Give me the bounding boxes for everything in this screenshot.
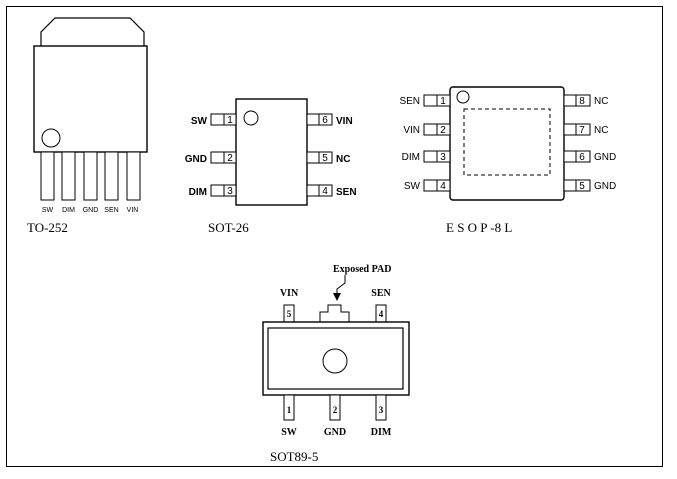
sot89-caption: SOT89-5: [270, 449, 318, 464]
to252-pin-5: [126, 151, 141, 201]
to252-tab: [40, 17, 145, 46]
outer-frame: [6, 6, 663, 467]
sot26-pin-label: DIM: [189, 187, 207, 198]
sot89-pin-3: [375, 394, 387, 421]
sot89-center-marker: [322, 348, 348, 374]
esop8-body: [449, 86, 565, 201]
esop8-pin-number: 8: [579, 96, 585, 107]
sot26-package: 1 2 3 6 5 4 SW GND DIM VIN NC SEN SOT-26: [185, 98, 357, 235]
esop8-caption: E S O P -8 L: [446, 220, 512, 235]
sot89-pin-number: 2: [333, 405, 338, 415]
sot26-pin-number: 5: [322, 153, 328, 164]
esop8-pin-label: GND: [594, 152, 616, 163]
esop8-pin-number: 5: [579, 181, 585, 192]
sot26-pin-number: 6: [322, 115, 328, 126]
esop8-package: 1 2 3 4 8 7 6 5 SEN VIN DIM SW NC NC GND…: [399, 86, 616, 235]
sot89-pin-1: [283, 394, 295, 421]
sot89-package: Exposed PAD 5 4 1 2 3 VIN SEN SW: [262, 264, 410, 464]
esop8-exposed-pad: [463, 108, 551, 176]
sot89-exposed-pad: [319, 304, 350, 322]
sot26-pin-label: SEN: [336, 187, 357, 198]
sot89-pad-arrow: [333, 275, 346, 301]
esop8-pin-number: 6: [579, 152, 585, 163]
esop8-pin-label: SW: [404, 181, 421, 192]
sot26-pin-label: VIN: [336, 116, 353, 127]
esop8-pin-label: GND: [594, 181, 616, 192]
sot26-pin-number: 3: [227, 186, 233, 197]
to252-pin-label: SW: [42, 207, 54, 214]
sot26-pin-label: SW: [191, 116, 208, 127]
sot26-pin-number: 4: [322, 186, 328, 197]
sot89-pin-label: SEN: [371, 288, 391, 299]
to252-pin-2: [61, 151, 76, 201]
esop8-pin-6: [563, 150, 591, 163]
to252-pin-3: [83, 151, 98, 201]
esop8-pin-number: 3: [440, 152, 446, 163]
sot89-pad-label: Exposed PAD: [333, 264, 391, 275]
to252-pin1-marker: [41, 128, 61, 148]
sot89-pin-label: DIM: [371, 427, 392, 438]
sot89-pin-number: 4: [379, 309, 384, 319]
sot89-pin-label: SW: [281, 427, 297, 438]
esop8-pin-label: NC: [594, 96, 608, 107]
esop8-pin-label: SEN: [399, 96, 420, 107]
esop8-pin-7: [563, 123, 591, 136]
sot26-pin-number: 1: [227, 115, 233, 126]
to252-pin-label: SEN: [104, 207, 118, 214]
to252-pin-label: VIN: [127, 207, 139, 214]
sot89-pin-number: 3: [379, 405, 384, 415]
esop8-pin-label: VIN: [403, 125, 420, 136]
esop8-pin-number: 4: [440, 181, 446, 192]
to252-caption: TO-252: [27, 220, 68, 235]
esop8-pin-number: 7: [579, 125, 585, 136]
to252-pin-label: GND: [83, 207, 99, 214]
sot26-pin1-marker: [243, 110, 259, 126]
to252-pin-label: DIM: [62, 207, 75, 214]
sot26-pin-label: GND: [185, 154, 207, 165]
esop8-pin-number: 1: [440, 96, 446, 107]
esop8-pin-5: [563, 179, 591, 192]
esop8-pin-number: 2: [440, 125, 446, 136]
esop8-pin-label: NC: [594, 125, 608, 136]
sot89-pin-number: 1: [287, 405, 292, 415]
to252-package: SW DIM GND SEN VIN TO-252: [27, 17, 148, 235]
sot26-caption: SOT-26: [208, 220, 249, 235]
sot89-pin-number: 5: [287, 309, 292, 319]
sot89-pin-2: [329, 394, 341, 421]
to252-pin-4: [104, 151, 119, 201]
esop8-pin-8: [563, 94, 591, 107]
sot26-pin-label: NC: [336, 154, 350, 165]
sot89-pin-label: GND: [324, 427, 346, 438]
to252-pin-1: [40, 151, 55, 201]
esop8-pin1-marker: [456, 90, 470, 104]
esop8-pin-label: DIM: [402, 152, 420, 163]
sot89-pin-label: VIN: [280, 288, 299, 299]
sot26-pin-number: 2: [227, 153, 233, 164]
